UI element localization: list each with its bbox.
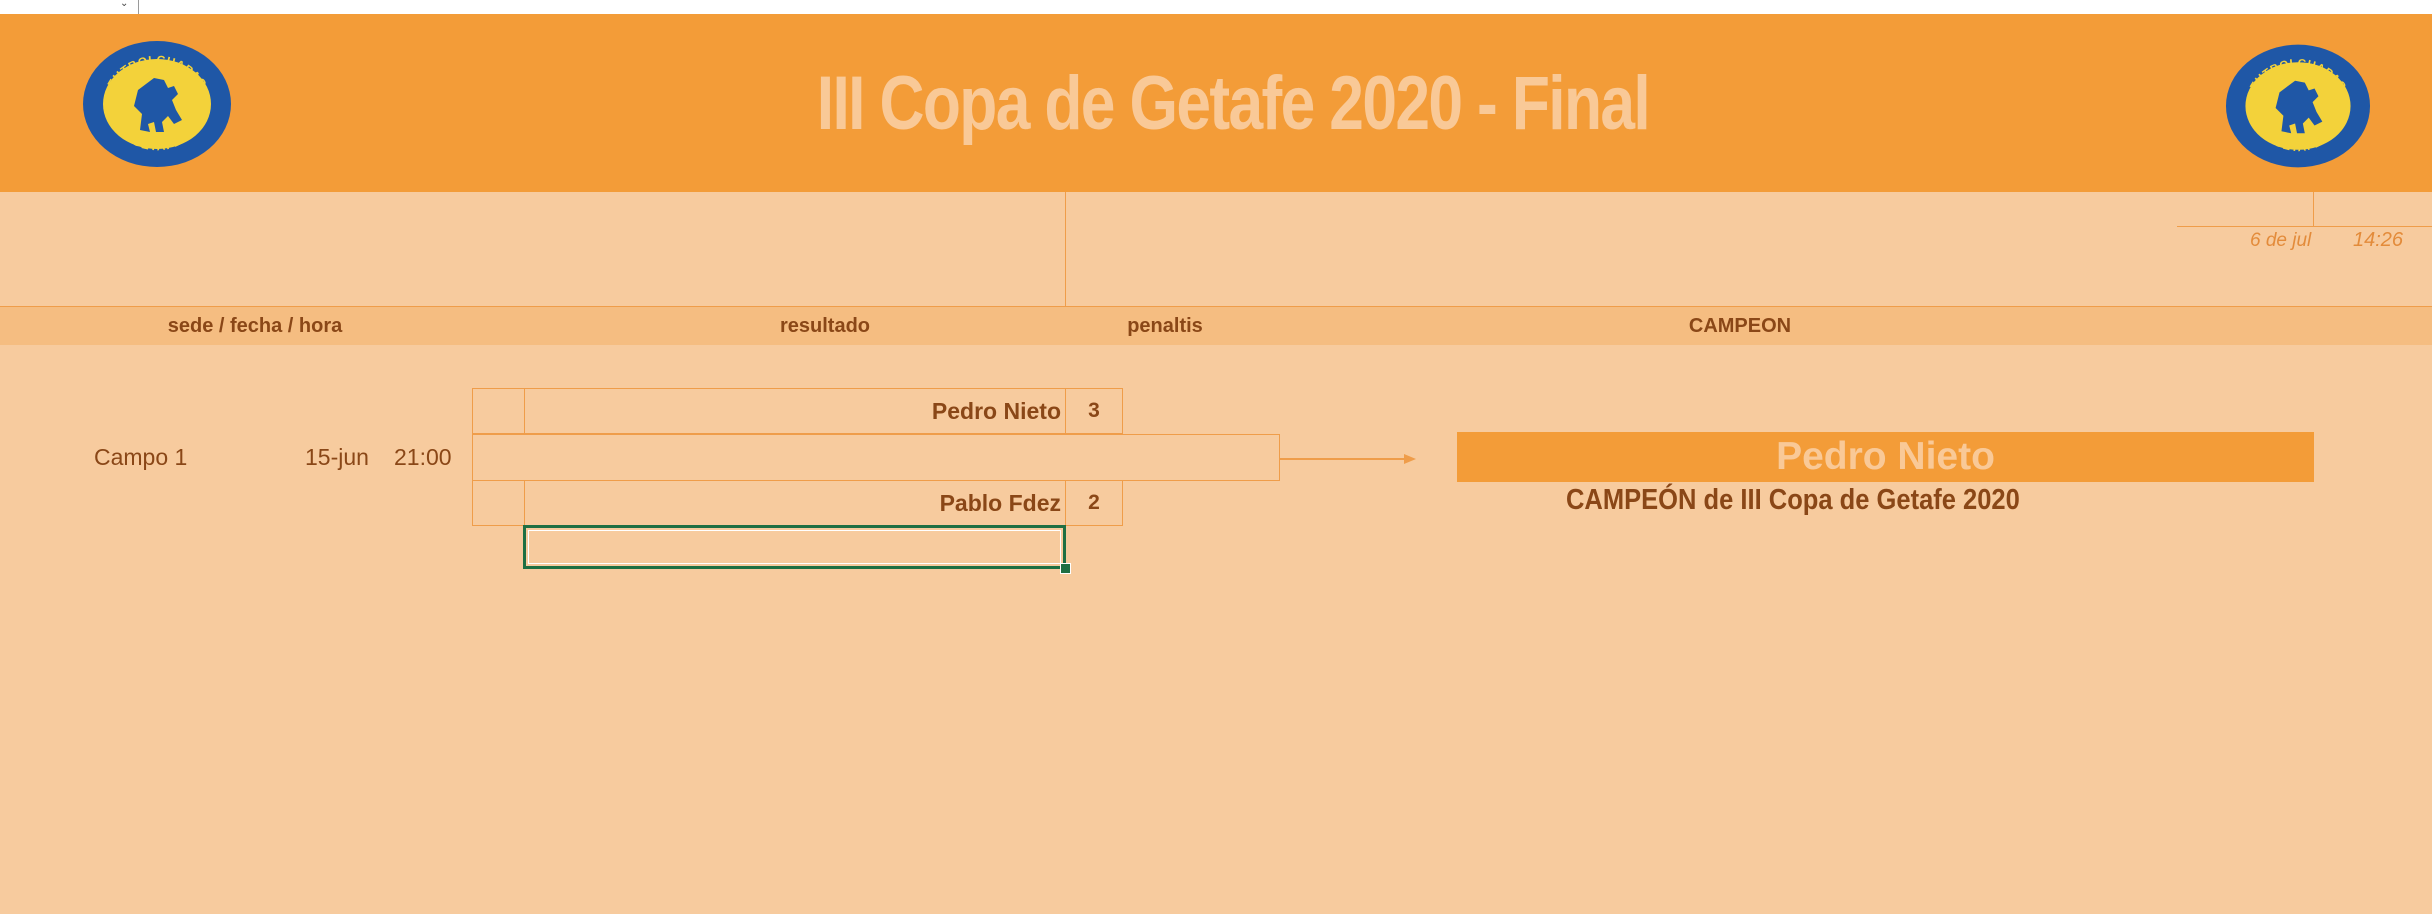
champion-name[interactable]: Pedro Nieto [1776, 435, 1995, 478]
column-header-band [0, 306, 2432, 345]
dropdown-icon[interactable]: ⌄ [120, 0, 129, 9]
match-date: 15-jun [305, 444, 369, 470]
current-time: 14:26 [2353, 229, 2404, 251]
title-banner [0, 14, 2432, 192]
svg-text:GETAFE: GETAFE [130, 133, 184, 153]
column-header-penalties: penaltis [1127, 315, 1203, 337]
lion-crest-icon: FUTBOLCHAPAS GETAFE [83, 41, 231, 167]
fill-handle[interactable] [1060, 563, 1071, 574]
club-logo-right: FUTBOLCHAPAS GETAFE [2225, 41, 2371, 171]
match-venue: Campo 1 [94, 444, 188, 470]
lion-crest-icon: FUTBOLCHAPAS GETAFE [2225, 44, 2371, 168]
match-time: 21:00 [394, 444, 452, 470]
svg-text:GETAFE: GETAFE [2272, 135, 2325, 154]
champion-banner [1457, 432, 2314, 482]
player-home-name[interactable]: Pedro Nieto [524, 388, 1066, 434]
formula-bar-separator [138, 0, 139, 14]
current-date: 6 de jul [2250, 230, 2312, 251]
grid-divider [2313, 192, 2314, 226]
player-away-score[interactable]: 2 [1065, 480, 1123, 526]
seed-cell-home[interactable] [472, 388, 525, 434]
player-away-name[interactable]: Pablo Fdez [524, 480, 1066, 526]
grid-divider [1065, 192, 1066, 306]
player-home-score[interactable]: 3 [1065, 388, 1123, 434]
formula-bar-strip: ⌄ [0, 0, 2432, 15]
grid-divider [2177, 226, 2432, 227]
champion-subtitle: CAMPEÓN de III Copa de Getafe 2020 [1566, 484, 2020, 516]
page-title: III Copa de Getafe 2020 - Final [816, 60, 1651, 146]
seed-cell-away[interactable] [472, 480, 525, 526]
selected-cell[interactable] [523, 525, 1066, 569]
arrow-right-icon [1280, 454, 1416, 464]
column-header-venue: sede / fecha / hora [167, 315, 343, 337]
match-connector-cell[interactable] [472, 434, 1280, 481]
club-logo-left: FUTBOLCHAPAS GETAFE [82, 40, 232, 168]
column-header-champion: CAMPEON [1688, 315, 1792, 337]
column-header-result: resultado [779, 315, 871, 337]
